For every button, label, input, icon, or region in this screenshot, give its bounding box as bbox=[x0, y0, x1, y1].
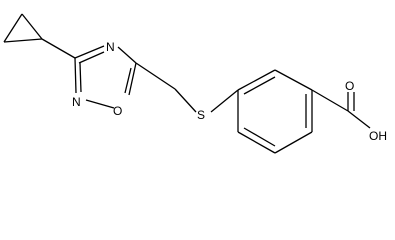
atom-label-n: N bbox=[106, 40, 115, 54]
bond bbox=[243, 127, 276, 147]
bond bbox=[243, 76, 276, 95]
atom-label-oh: OH bbox=[369, 129, 387, 143]
bond bbox=[237, 131, 276, 154]
structure-canvas: N N O S O OH bbox=[3, 13, 387, 154]
bond bbox=[210, 89, 239, 113]
bond bbox=[3, 38, 43, 43]
bond bbox=[21, 13, 43, 40]
bond bbox=[117, 46, 137, 64]
bond bbox=[274, 69, 313, 91]
cyclopropyl-ring bbox=[3, 13, 43, 43]
bond bbox=[135, 62, 176, 90]
carboxylic-acid bbox=[311, 89, 371, 129]
bond bbox=[274, 131, 313, 154]
oxadiazole-ring bbox=[74, 45, 137, 109]
bond bbox=[85, 99, 115, 109]
bond bbox=[74, 57, 77, 94]
bond bbox=[347, 110, 371, 129]
bond bbox=[74, 45, 105, 59]
atom-label-n: N bbox=[72, 95, 81, 109]
bond bbox=[78, 51, 105, 64]
atom-label-s: S bbox=[197, 108, 205, 122]
bond bbox=[3, 13, 23, 43]
atom-label-o: O bbox=[113, 104, 122, 118]
bond bbox=[311, 89, 349, 112]
bond bbox=[174, 88, 197, 113]
bond bbox=[128, 62, 137, 96]
molecule-structure: N N O S O OH bbox=[3, 13, 387, 154]
bond bbox=[41, 38, 76, 59]
bond bbox=[79, 62, 82, 93]
bond bbox=[237, 69, 276, 91]
atom-label-o: O bbox=[345, 79, 354, 93]
benzene-ring bbox=[237, 69, 313, 154]
bond bbox=[124, 67, 132, 94]
